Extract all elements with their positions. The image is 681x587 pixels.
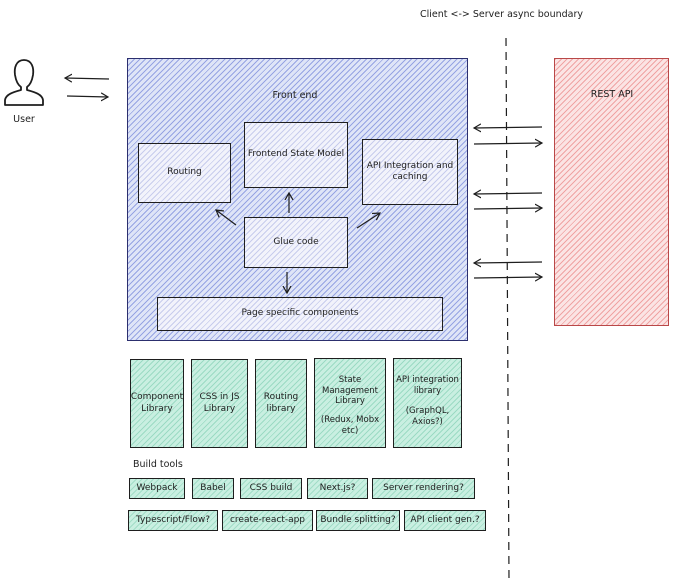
library-title: CSS in JS Library bbox=[199, 392, 240, 414]
build-tool-create-react-app: create-react-app bbox=[222, 510, 313, 531]
build-tool-label: CSS build bbox=[249, 482, 293, 493]
library-box-component: Component Library bbox=[130, 359, 184, 448]
arrow-api-out-1 bbox=[473, 143, 542, 144]
page-specific-components-box: Page specific components bbox=[157, 297, 443, 331]
glue-code-box: Glue code bbox=[244, 217, 348, 268]
build-tool-nextjs: Next.js? bbox=[307, 478, 368, 499]
arrow-user-out bbox=[66, 96, 108, 97]
build-tool-label: Babel bbox=[200, 482, 226, 493]
arrow-user-in bbox=[65, 78, 110, 79]
arrow-api-in-2 bbox=[474, 193, 543, 194]
build-tool-server-rendering: Server rendering? bbox=[372, 478, 475, 499]
library-box-css-in-js: CSS in JS Library bbox=[191, 359, 248, 448]
library-subtitle: (GraphQL, Axios?) bbox=[405, 406, 450, 427]
page-specific-components-label: Page specific components bbox=[241, 308, 359, 319]
arrow-api-out-3 bbox=[473, 277, 542, 278]
routing-label: Routing bbox=[167, 167, 202, 178]
frontend-title: Front end bbox=[272, 90, 318, 101]
build-tool-label: Next.js? bbox=[319, 482, 356, 493]
build-tool-bundle-splitting: Bundle splitting? bbox=[316, 510, 400, 531]
build-tool-babel: Babel bbox=[192, 478, 234, 499]
build-tool-label: Webpack bbox=[136, 482, 178, 493]
routing-box: Routing bbox=[138, 143, 231, 203]
library-subtitle: (Redux, Mobx etc) bbox=[320, 414, 380, 436]
boundary-label: Client <-> Server async boundary bbox=[420, 9, 583, 20]
frontend-state-model-box: Frontend State Model bbox=[244, 122, 348, 188]
build-tool-typescript-flow: Typescript/Flow? bbox=[128, 510, 218, 531]
arrow-api-in-1 bbox=[474, 127, 543, 128]
build-tool-css-build: CSS build bbox=[240, 478, 302, 499]
library-title: State Management Library bbox=[322, 375, 378, 407]
library-title: Routing library bbox=[263, 392, 299, 414]
user-label: User bbox=[13, 114, 35, 125]
rest-api-label: REST API bbox=[590, 89, 634, 100]
build-tool-label: Server rendering? bbox=[383, 482, 464, 493]
api-integration-label: API Integration and caching bbox=[366, 160, 454, 182]
rest-api-box bbox=[554, 58, 669, 326]
user-icon bbox=[2, 56, 46, 108]
glue-code-label: Glue code bbox=[273, 236, 319, 247]
arrow-api-in-3 bbox=[474, 262, 543, 263]
library-box-api-integration: API integration library (GraphQL, Axios?… bbox=[393, 358, 462, 448]
build-tool-label: Bundle splitting? bbox=[320, 514, 396, 525]
build-tool-label: Typescript/Flow? bbox=[135, 514, 211, 525]
build-tools-label: Build tools bbox=[133, 459, 183, 470]
boundary-line bbox=[505, 37, 510, 581]
library-box-routing: Routing library bbox=[255, 359, 307, 448]
frontend-state-model-label: Frontend State Model bbox=[247, 149, 345, 160]
build-tool-api-client-gen: API client gen.? bbox=[404, 510, 486, 531]
library-title: Component Library bbox=[130, 392, 184, 414]
build-tool-label: create-react-app bbox=[229, 514, 306, 525]
library-box-state-management: State Management Library (Redux, Mobx et… bbox=[314, 358, 386, 448]
library-title: API integration library bbox=[396, 375, 459, 396]
api-integration-box: API Integration and caching bbox=[362, 139, 458, 205]
arrow-api-out-2 bbox=[473, 208, 542, 209]
build-tool-label: API client gen.? bbox=[410, 514, 480, 525]
build-tool-webpack: Webpack bbox=[129, 478, 185, 499]
